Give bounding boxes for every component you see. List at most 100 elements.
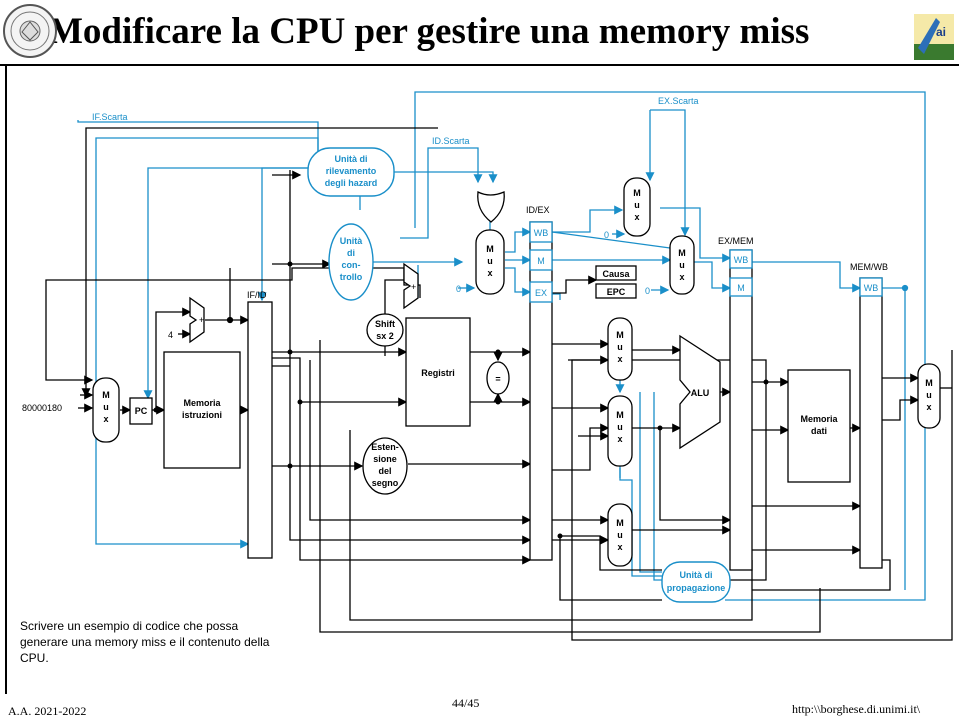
ex-mem-register <box>729 249 753 571</box>
svg-text:Mux: Mux <box>616 518 624 552</box>
control-label: trollo <box>340 272 363 282</box>
shift-label: Shift <box>375 319 395 329</box>
ex-flush-mux-top <box>623 177 651 237</box>
sign-ext-label: del <box>378 466 391 476</box>
ex-mem-label: EX/MEM <box>718 236 754 246</box>
title-divider <box>0 64 959 66</box>
ex-flush-mux-bottom <box>669 235 695 295</box>
m-field-label: M <box>537 256 545 266</box>
sign-ext-label: sione <box>373 454 397 464</box>
if-scarta-label: IF.Scarta <box>92 112 128 122</box>
equal-sign: = <box>495 374 500 384</box>
alu-label: ALU <box>691 388 710 398</box>
instr-mem-label: istruzioni <box>182 410 222 420</box>
data-memory <box>787 369 851 483</box>
footer-page-number: 44/45 <box>452 696 480 710</box>
forwarding-label: propagazione <box>667 583 726 593</box>
ex-mem-wb-field <box>729 249 753 269</box>
mux-label: x <box>617 542 622 552</box>
alu <box>679 334 721 450</box>
hazard-label: rilevamento <box>326 166 377 176</box>
sign-extension <box>362 437 408 495</box>
hazard-detection-unit <box>307 147 395 197</box>
forwarding-unit <box>661 561 731 603</box>
mem-wb-register <box>859 277 883 569</box>
plus-sign: + <box>411 282 416 292</box>
mux-label: u <box>617 422 623 432</box>
svg-text:Mux: Mux <box>678 248 686 282</box>
id-ex-ex-field <box>529 281 553 303</box>
footer-course-year: A.A. 2021-2022 <box>8 704 87 718</box>
control-label: con- <box>342 260 361 270</box>
mux-label: u <box>103 402 109 412</box>
mux-label: x <box>617 354 622 364</box>
mem-wb-label: MEM/WB <box>850 262 888 272</box>
id-ex-wb-field <box>529 221 553 243</box>
constant-four: 4 <box>168 330 173 340</box>
ex-field-label: EX <box>535 288 547 298</box>
hazard-label: Unità di <box>335 154 368 164</box>
svg-text:Mux: Mux <box>616 330 624 364</box>
wb-field-label: WB <box>864 283 879 293</box>
ex-mem-m-field <box>729 277 753 297</box>
alu-mux-a <box>607 317 633 381</box>
control-mux <box>475 229 505 295</box>
slide-title: Modificare la CPU per gestire una memory… <box>48 11 810 52</box>
mux-label: M <box>486 244 494 254</box>
ex-scarta-label: EX.Scarta <box>658 96 699 106</box>
svg-text:Mux: Mux <box>616 410 624 444</box>
equality-comparator <box>486 361 510 395</box>
mux-label: M <box>616 410 624 420</box>
control-unit <box>328 223 374 301</box>
zero-constant: 0 <box>604 230 609 240</box>
or-gate <box>477 191 505 223</box>
mux-label: x <box>103 414 108 424</box>
zero-constant: 0 <box>645 286 650 296</box>
data-mem-label: dati <box>811 426 827 436</box>
instr-mem-label: Memoria <box>183 398 221 408</box>
mux-label: M <box>633 188 641 198</box>
control-label: Unità <box>340 236 363 246</box>
mux-label: u <box>634 200 640 210</box>
mux-label: M <box>616 518 624 528</box>
mux-label: M <box>616 330 624 340</box>
wb-field-label: WB <box>734 255 749 265</box>
id-scarta-label: ID.Scarta <box>432 136 470 146</box>
exception-address: 80000180 <box>22 403 62 413</box>
pc-register <box>129 397 153 425</box>
id-ex-m-field <box>529 249 553 271</box>
id-ex-register <box>529 221 553 561</box>
junctions <box>153 261 769 539</box>
cause-label: Causa <box>602 269 630 279</box>
datapath-wires <box>45 127 953 641</box>
mux-label: u <box>617 342 623 352</box>
data-mem-label: Memoria <box>800 414 838 424</box>
control-label: di <box>347 248 355 258</box>
mux-label: M <box>925 378 933 388</box>
mux-label: x <box>634 212 639 222</box>
mux-label: u <box>926 390 932 400</box>
pc-adder <box>189 296 205 344</box>
sign-ext-label: segno <box>372 478 399 488</box>
shift-left-2 <box>366 313 404 347</box>
control-wires <box>77 91 926 601</box>
exercise-note: Scrivere un esempio di codice che possa … <box>20 619 270 665</box>
if-id-label: IF/ID <box>247 290 267 300</box>
mem-wb-wb-field <box>859 277 883 297</box>
sign-ext-label: Esten- <box>371 442 399 452</box>
alu-mux-b <box>607 395 633 467</box>
if-id-register <box>247 301 273 559</box>
mux-label: u <box>617 530 623 540</box>
pc-mux <box>92 377 120 443</box>
university-seal-logo <box>3 4 57 58</box>
hazard-label: degli hazard <box>325 178 378 188</box>
mux-label: x <box>487 268 492 278</box>
mux-label: x <box>926 402 931 412</box>
pc-label: PC <box>135 406 148 416</box>
left-border <box>5 64 7 694</box>
mux-label: M <box>678 248 686 258</box>
